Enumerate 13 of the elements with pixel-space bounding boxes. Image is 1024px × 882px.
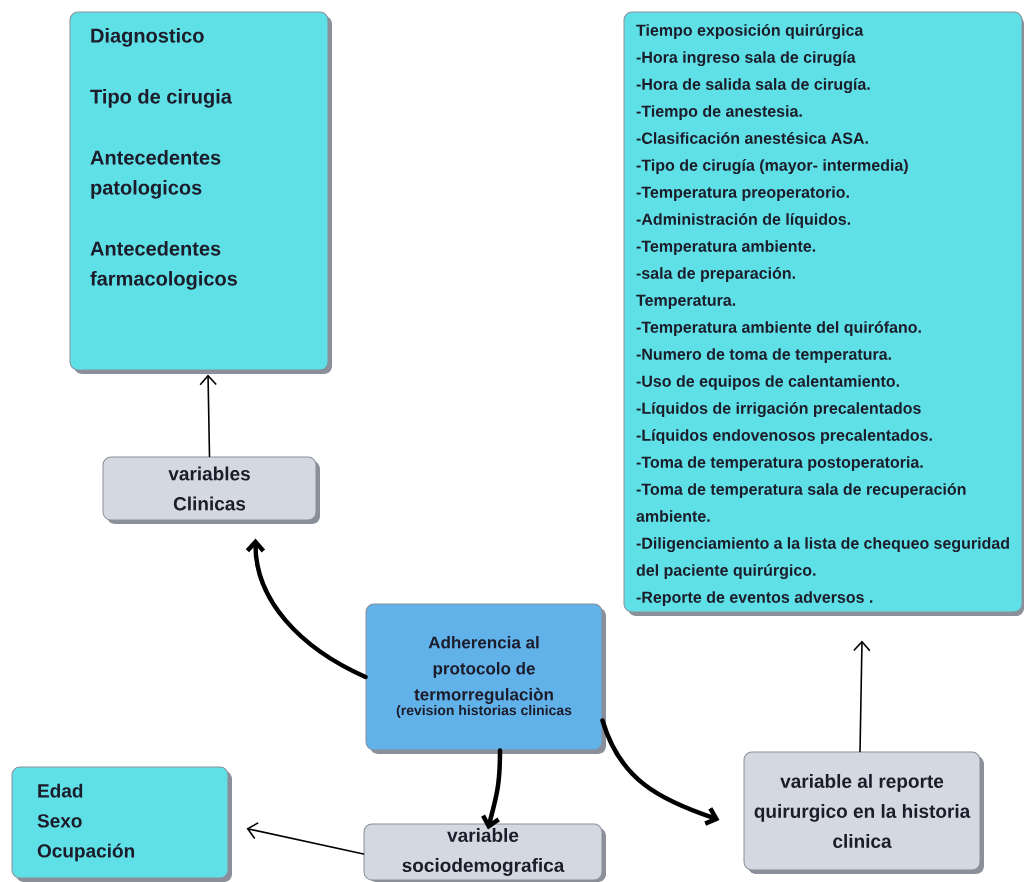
- arrow: [481, 748, 503, 830]
- text-box: Diagnostico Tipo de cirugia Antecedentes patologicos Antecedentes farmacologicos: [69, 11, 332, 374]
- arrow: [853, 640, 871, 753]
- text-box: Edad Sexo Ocupación: [11, 766, 232, 882]
- arrow: [245, 538, 368, 680]
- arrow: [199, 374, 217, 458]
- arrow: [600, 718, 720, 826]
- arrow: [246, 822, 365, 855]
- category-box: variable al reporte quirurgico en la historia clinica: [743, 751, 984, 874]
- category-box: variable sociodemografica: [363, 823, 606, 882]
- category-box: variables Clinicas: [102, 456, 320, 524]
- list-box: Tiempo exposición quirúrgica -Hora ingreso sala de cirugía -Hora de salida sala de cirugía. -Tiempo de anestesia. -Clasificación anestésica ASA. -Tipo de cirugía (mayor- intermedia) -Temperatura preoperatorio. -Administración de líquidos. -Temperatura ambiente. -sala de preparación. Temperatura. -Temperatura ambiente del quirófano. -Numero de toma de temperatura. -Uso de equipos de calentamiento. -Líquidos de irrigación precalentados -Líquidos endovenosos precalentados. -Toma de temperatura postoperatoria. -Toma de temperatura sala de recuperación ambiente. -Diligenciamiento a la lista de chequeo seguridad del paciente quirúrgico. -Reporte de eventos adversos .: [623, 11, 1024, 616]
- central-box: Adherencia al protocolo de termorregulaciòn (revision historias clinicas: [365, 603, 606, 754]
